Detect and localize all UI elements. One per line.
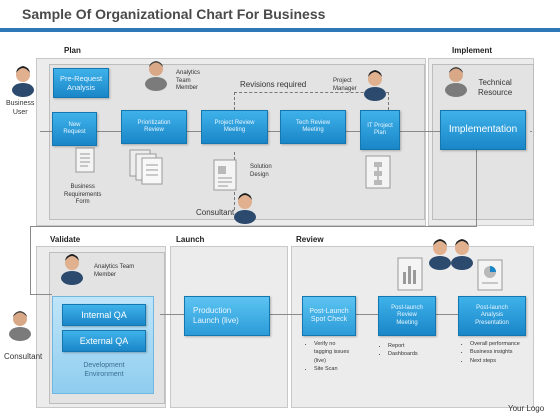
analytics-member-label: Analytics Team Member	[176, 70, 201, 91]
solution-document-icon	[213, 159, 237, 191]
list-item: tagging issues	[314, 349, 350, 356]
connector-line	[346, 131, 360, 132]
connector-line	[530, 131, 532, 132]
analytics-validate-label: Analytics Team Member	[94, 264, 135, 278]
connector-line	[30, 294, 52, 295]
connector-line	[436, 314, 458, 315]
connector-line	[400, 131, 440, 132]
external-qa-box[interactable]: External QA	[62, 330, 146, 352]
connector-line	[268, 131, 280, 132]
project-manager-label: Project Manager	[333, 78, 357, 92]
dev-env-label: Development Environment	[83, 362, 125, 378]
connector-line	[476, 150, 477, 226]
section-validate: Validate	[50, 235, 81, 244]
list-item: Overall performance	[470, 340, 520, 348]
analytics-validate-icon	[61, 254, 83, 285]
report-document-icon	[397, 257, 423, 291]
tech-review-box[interactable]: Tech Review Meeting	[280, 110, 346, 144]
title-rule	[0, 28, 560, 32]
post-spot-box[interactable]: Post-Launch Spot Check	[302, 296, 356, 336]
business-user-icon	[12, 66, 34, 97]
stacked-documents-icon	[129, 149, 163, 185]
list-item: Site Scan	[314, 365, 349, 373]
connector-line	[270, 314, 302, 315]
technical-resource-label: Technical Resource	[478, 78, 513, 97]
section-plan: Plan	[64, 46, 81, 55]
reviewer-b-icon	[451, 239, 473, 270]
pre-request-box[interactable]: Pre-Request Analysis	[53, 68, 109, 98]
list-item: Business insights	[470, 348, 520, 356]
form-label: Business Requirements Form	[64, 184, 102, 205]
implementation-box[interactable]: Implementation	[440, 110, 526, 150]
project-manager-icon	[364, 70, 386, 101]
list-item: Verify no	[314, 340, 349, 348]
post-review-box[interactable]: Post-launch Review Meeting	[378, 296, 436, 336]
analysis-list: Overall performance Business insights Ne…	[462, 340, 520, 365]
section-launch: Launch	[176, 235, 205, 244]
connector-line	[97, 131, 121, 132]
solution-label: Solution Design	[250, 164, 272, 178]
internal-qa-box[interactable]: Internal QA	[62, 304, 146, 326]
new-request-box[interactable]: New Request	[52, 112, 97, 146]
flowchart-document-icon	[365, 155, 391, 189]
connector-line	[160, 314, 184, 315]
it-project-box[interactable]: IT Project Plan	[360, 110, 400, 150]
list-item: Next steps	[470, 357, 520, 365]
page-title: Sample Of Organizational Chart For Busin…	[22, 6, 326, 22]
prioritization-box[interactable]: Prioritization Review	[121, 110, 187, 144]
consultant-icon	[234, 193, 256, 224]
consultant-left-icon	[9, 311, 31, 341]
connector-line	[40, 131, 52, 132]
list-item: (live)	[314, 357, 326, 364]
connector-line	[30, 226, 31, 294]
reviewer-a-icon	[429, 239, 451, 270]
section-review: Review	[296, 235, 324, 244]
connector-line	[30, 226, 477, 227]
form-document-icon	[75, 147, 95, 173]
project-review-box[interactable]: Project Review Meeting	[201, 110, 268, 144]
post-analysis-box[interactable]: Post-launch Analysis Presentation	[458, 296, 526, 336]
technical-resource-icon	[445, 67, 467, 97]
revisions-label: Revisions required	[240, 80, 307, 89]
business-user-label: Business User	[6, 100, 35, 116]
production-box[interactable]: Production Launch (live)	[184, 296, 270, 336]
footer-logo: Your Logo	[508, 404, 545, 413]
revisions-loop	[234, 92, 389, 110]
connector-line	[356, 314, 378, 315]
list-item: Report	[388, 342, 418, 350]
spot-check-list: Verify no tagging issues (live) Site Sca…	[306, 340, 349, 373]
analytics-member-icon	[145, 61, 167, 91]
consultant-left-label: Consultant	[4, 352, 43, 361]
consultant-plan-label: Consultant	[196, 208, 235, 217]
list-item: Dashboards	[388, 350, 418, 358]
analysis-document-icon	[477, 259, 503, 291]
review-meeting-list: Report Dashboards	[380, 342, 418, 359]
section-implement: Implement	[452, 46, 493, 55]
connector-line	[187, 131, 201, 132]
